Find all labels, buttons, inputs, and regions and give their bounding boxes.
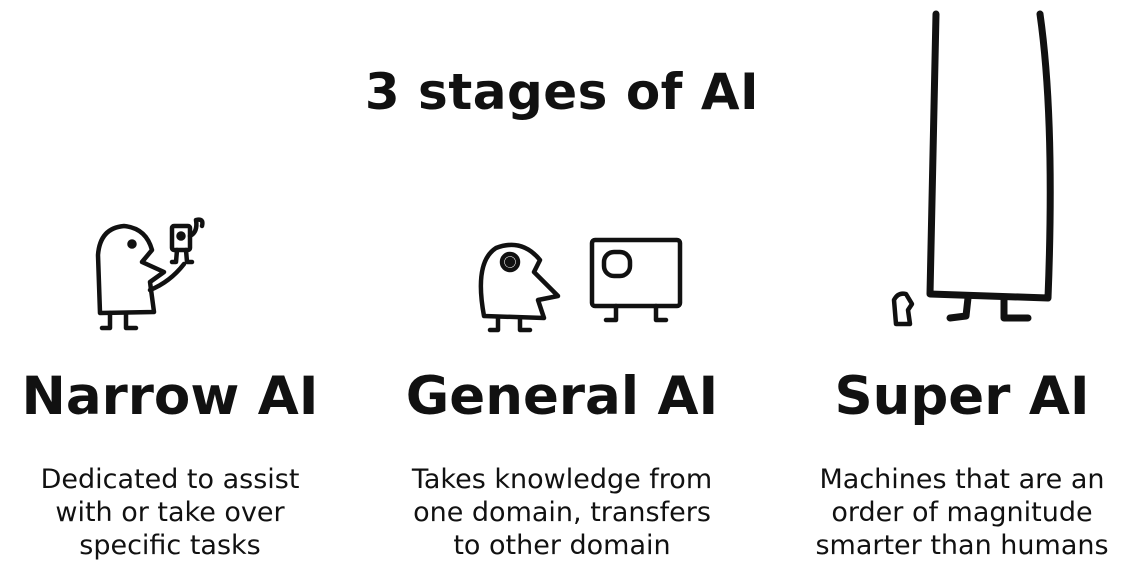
small-robot-antenna (187, 217, 205, 239)
human-leg-left (487, 315, 501, 333)
human-with-small-robot-icon (95, 217, 205, 331)
giant-robot-body (926, 10, 1054, 302)
stage-name-general-ai: General AI (405, 366, 719, 427)
robot-eye (601, 249, 633, 279)
stage-name-narrow-ai: Narrow AI (21, 366, 319, 427)
stage-name-super-ai: Super AI (834, 366, 1090, 427)
human-eye (499, 251, 521, 273)
human-figure (95, 223, 167, 316)
giant-robot-leg-right (1000, 294, 1032, 322)
human-pupil (504, 256, 516, 268)
stage-description-narrow-ai: Dedicated to assist with or take over sp… (40, 464, 300, 561)
giant-robot-leg-left (946, 294, 972, 322)
tiny-human-and-giant-robot-icon (891, 10, 1054, 327)
human-leg-right (123, 310, 139, 331)
human-arm (147, 261, 187, 293)
stage-description-general-ai: Takes knowledge from one domain, transfe… (411, 464, 713, 561)
small-robot-eye (176, 231, 186, 241)
small-robot-leg-left (169, 247, 180, 265)
human-eye (127, 239, 137, 249)
stage-description-super-ai: Machines that are an order of magnitude … (815, 464, 1109, 561)
robot-leg-left (603, 303, 619, 323)
human-leg-left (99, 310, 113, 331)
page-title: 3 stages of AI (364, 63, 760, 121)
human-and-equal-robot-icon (478, 237, 683, 333)
tiny-human-figure (891, 291, 915, 327)
human-figure (478, 242, 561, 321)
robot-box (589, 237, 683, 309)
human-leg-right (517, 315, 533, 333)
small-robot-leg-right (183, 247, 195, 265)
robot-leg-right (653, 303, 669, 323)
